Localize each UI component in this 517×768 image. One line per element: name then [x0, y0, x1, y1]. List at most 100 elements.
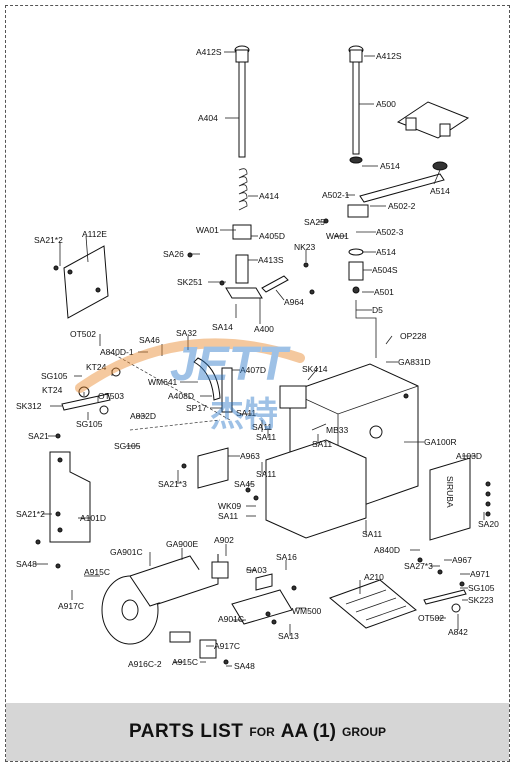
- callout-label: SA14: [212, 322, 233, 332]
- callout-label: SA21: [28, 431, 49, 441]
- left-rod-assembly: [225, 45, 289, 299]
- callout-label: SG105: [76, 419, 103, 429]
- callout-label: SA03: [246, 565, 267, 575]
- main-housing-ga100r: [197, 363, 419, 539]
- callout-label: A501: [374, 287, 394, 297]
- callout-label: A915C: [172, 657, 198, 667]
- diagram-border: [5, 5, 510, 762]
- callout-label: A514: [376, 247, 396, 257]
- exploded-parts-diagram: SIRUBA: [16, 45, 499, 671]
- callout-label: SG105: [41, 371, 68, 381]
- callout-label: A842: [448, 627, 468, 637]
- callout-label: SA48: [234, 661, 255, 671]
- callout-label: GA900E: [166, 539, 198, 549]
- title-main: PARTS LIST: [128, 721, 244, 742]
- callout-label: A971: [470, 569, 490, 579]
- callout-label: GA831D: [398, 357, 431, 367]
- callout-label: A964: [284, 297, 304, 307]
- callout-label: A514: [430, 186, 450, 196]
- callout-label: A916C-2: [128, 659, 162, 669]
- callout-label: A405D: [259, 231, 285, 241]
- callout-label: A963: [240, 451, 260, 461]
- callout-label: A917C: [58, 601, 84, 611]
- callout-label: MB33: [326, 425, 348, 435]
- callout-label: A210: [364, 572, 384, 582]
- title-for: FOR: [249, 725, 275, 739]
- callout-label: A407D: [240, 365, 266, 375]
- callout-label: SA21*3: [158, 479, 187, 489]
- callout-label: SA20: [478, 519, 499, 529]
- callout-label: A408D: [168, 391, 194, 401]
- callout-label: SK223: [468, 595, 494, 605]
- callout-label: SA11: [362, 529, 382, 539]
- callout-label: A400: [254, 324, 274, 334]
- callout-label: GA100R: [424, 437, 457, 447]
- callout-label: A840D: [374, 545, 400, 555]
- callout-label: OT503: [98, 391, 124, 401]
- callout-label: SA45: [234, 479, 255, 489]
- callout-label: A414: [259, 191, 279, 201]
- callout-label: SA21*2: [34, 235, 63, 245]
- callout-label: OT502: [418, 613, 444, 623]
- callout-label: A500: [376, 99, 396, 109]
- title-group-label: AA (1): [280, 721, 336, 742]
- callout-label: WA01: [326, 231, 349, 241]
- callout-label: A840D-1: [100, 347, 134, 357]
- callout-label: KT24: [42, 385, 63, 395]
- callout-label: A502-2: [388, 201, 416, 211]
- callout-label: OT502: [70, 329, 96, 339]
- brand-watermark: JETT 杰特: [75, 338, 305, 435]
- leader-lines: [36, 51, 485, 667]
- callout-label: SA26: [163, 249, 184, 259]
- callout-label: A112E: [82, 229, 107, 239]
- callout-label: A101D: [80, 513, 106, 523]
- plate-a112e: [63, 245, 109, 319]
- callout-label: SA32: [176, 328, 197, 338]
- callout-label: A502-3: [376, 227, 404, 237]
- callout-label: WM641: [148, 377, 178, 387]
- callout-label: NK23: [294, 242, 316, 252]
- callout-label: SA11: [256, 469, 276, 479]
- callout-label: WK09: [218, 501, 241, 511]
- callout-label: KT24: [86, 362, 107, 372]
- callout-label: A514: [380, 161, 400, 171]
- callout-label: SG105: [468, 583, 495, 593]
- callout-label: GA901C: [110, 547, 143, 557]
- callout-label: SA48: [16, 559, 37, 569]
- callout-label: SK414: [302, 364, 328, 374]
- callout-label: A412S: [196, 47, 222, 57]
- callout-label: SA27*3: [404, 561, 433, 571]
- watermark-brand: JETT: [170, 338, 291, 391]
- callout-label: SA25: [304, 217, 325, 227]
- callout-label: SA11: [256, 432, 276, 442]
- callout-label: A103D: [456, 451, 482, 461]
- callout-label: SA16: [276, 552, 297, 562]
- callout-label: A504S: [372, 265, 398, 275]
- callout-label: SA21*2: [16, 509, 45, 519]
- callout-label: A967: [452, 555, 472, 565]
- title-bar: PARTS LIST FOR AA (1) GROUP: [6, 703, 509, 761]
- rod-ot502: [423, 589, 467, 613]
- motor-ga900e: [101, 554, 229, 659]
- callout-labels: A412S A412S A404 A500 A414 A514 A502-1 A…: [16, 47, 499, 671]
- callout-label: A917C: [214, 641, 240, 651]
- callout-label: A413S: [258, 255, 284, 265]
- callout-label: D5: [372, 305, 383, 315]
- callout-label: SA11: [312, 439, 332, 449]
- fasteners: [35, 218, 491, 665]
- watermark-sub: 杰特: [210, 395, 278, 435]
- right-rod-assembly: [347, 45, 470, 358]
- callout-label: OP228: [400, 331, 427, 341]
- callout-label: A832D: [130, 411, 156, 421]
- side-panel: SIRUBA: [429, 457, 471, 541]
- callout-label: SA46: [139, 335, 160, 345]
- callout-label: SA11: [218, 511, 238, 521]
- callout-label: A502-1: [322, 190, 350, 200]
- title-group-word: GROUP: [342, 725, 387, 739]
- tray-a210: [329, 579, 417, 629]
- callout-label: A902: [214, 535, 234, 545]
- callout-label: SA11: [252, 422, 272, 432]
- callout-label: A915C: [84, 567, 110, 577]
- callout-label: A901C: [218, 614, 244, 624]
- callout-label: SP17: [186, 403, 207, 413]
